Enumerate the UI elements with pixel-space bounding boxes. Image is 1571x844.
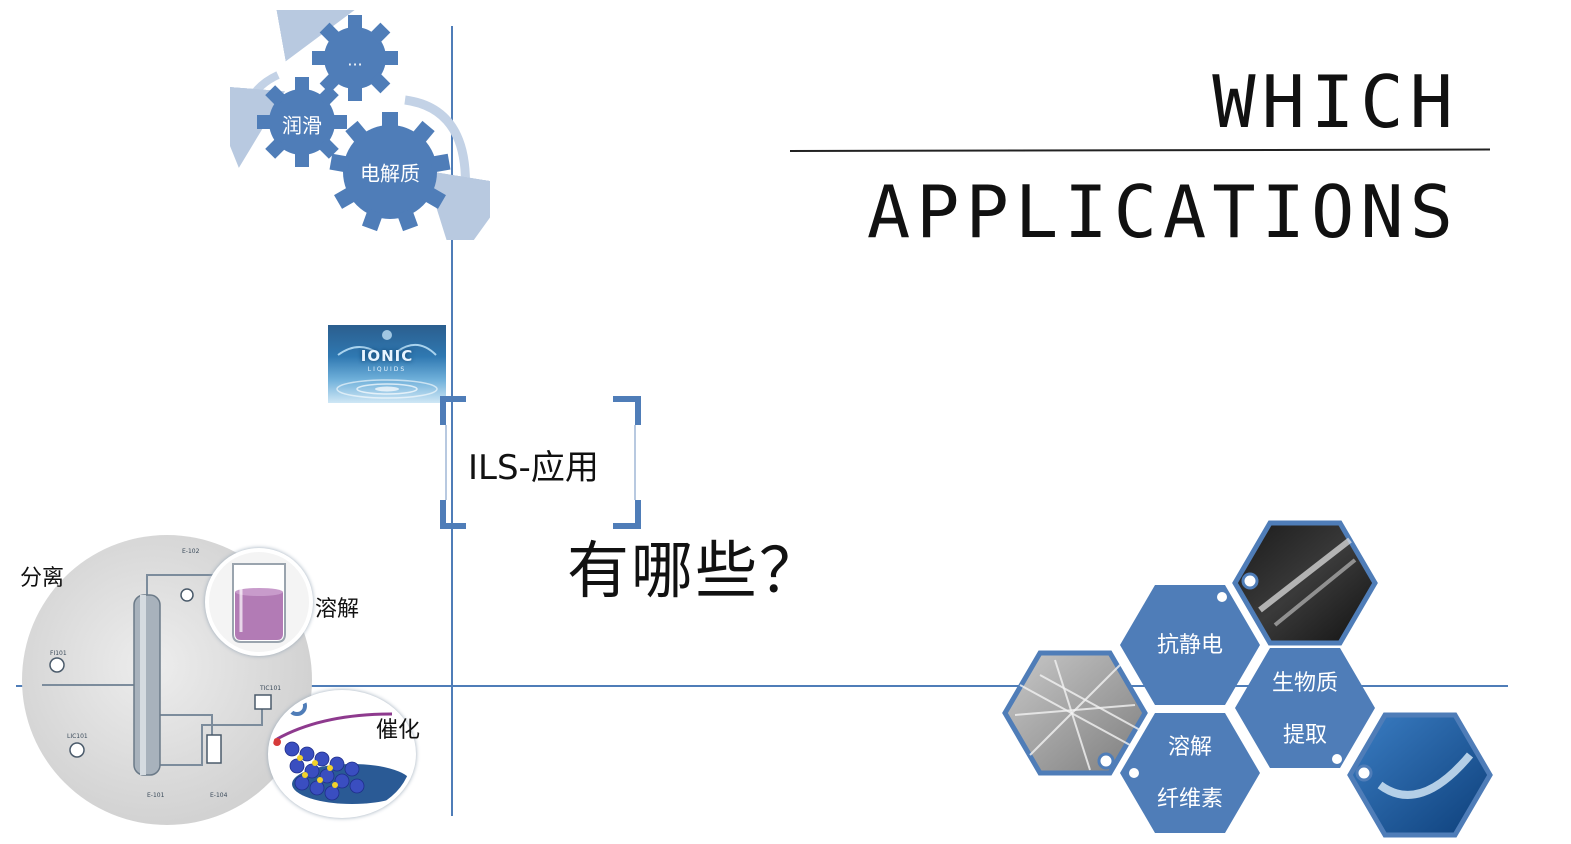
distillation-column-icon: E-102 E-101 E-104 TIC101 FI101 LIC101: [42, 548, 281, 799]
gear-right-label: 电解质: [360, 161, 420, 186]
gear-cluster: [230, 10, 490, 240]
hexagon-cluster: [1002, 520, 1493, 838]
logo-sub-text: LIQUIDS: [367, 366, 407, 373]
hex-biomass: [1235, 648, 1375, 768]
hex-cellulose-label-line2: 纤维素: [1156, 786, 1224, 812]
dissolution-label: 溶解: [315, 597, 360, 622]
bracket-frame: [440, 396, 641, 529]
gear-left-label: 润滑: [282, 113, 322, 138]
hex-biomass-dot: [1332, 754, 1342, 764]
gear-right-icon: [329, 112, 451, 232]
hex-cellulose: [1120, 713, 1260, 833]
catalysis-label: 催化: [376, 718, 421, 743]
dissolution-beaker-image: [205, 548, 313, 656]
beaker-icon: [209, 552, 309, 652]
water-ripple-icon: [336, 330, 438, 399]
gear-top-label: ...: [347, 50, 363, 70]
hex-biomass-label-line1: 生物质: [1271, 670, 1339, 696]
title-divider: [789, 148, 1491, 152]
catalysis-image: [268, 690, 416, 818]
svg-text:E-102: E-102: [182, 548, 200, 555]
ils-application-label: ILS-应用: [468, 448, 599, 488]
hex-biomass-label-line2: 提取: [1282, 722, 1328, 748]
vertical-axis-line: [451, 26, 453, 816]
horizontal-axis-line: [16, 685, 1508, 687]
arrow-top: [271, 10, 358, 62]
svg-text:FI101: FI101: [50, 650, 67, 657]
ionic-liquids-logo: IONIC LIQUIDS: [328, 325, 446, 403]
arrow-right: [404, 95, 490, 240]
svg-text:TIC101: TIC101: [259, 685, 281, 692]
hex-cellulose-label-line1: 溶解: [1167, 734, 1213, 760]
svg-text:E-104: E-104: [210, 792, 228, 799]
gear-left-icon: [257, 77, 347, 167]
hex-gel-image: [1347, 712, 1493, 838]
hex-antistatic: [1120, 585, 1260, 705]
hex-fiber-image: [1002, 650, 1148, 776]
title-applications: APPLICATIONS: [866, 170, 1459, 254]
svg-text:E-101: E-101: [147, 792, 165, 799]
title-which: WHICH: [1212, 60, 1459, 144]
catalyst-lattice-icon: [272, 694, 412, 814]
svg-text:LIC101: LIC101: [67, 733, 88, 740]
logo-main-text: IONIC: [360, 347, 414, 365]
separation-label: 分离: [20, 566, 65, 591]
hex-cellulose-dot: [1129, 768, 1139, 778]
arrow-left: [230, 71, 286, 168]
hex-antistatic-dot: [1217, 592, 1227, 602]
hex-film-image: [1232, 520, 1378, 646]
hex-antistatic-label: 抗静电: [1156, 632, 1224, 658]
question-text: 有哪些？: [567, 534, 824, 607]
gear-top-icon: [312, 15, 398, 101]
